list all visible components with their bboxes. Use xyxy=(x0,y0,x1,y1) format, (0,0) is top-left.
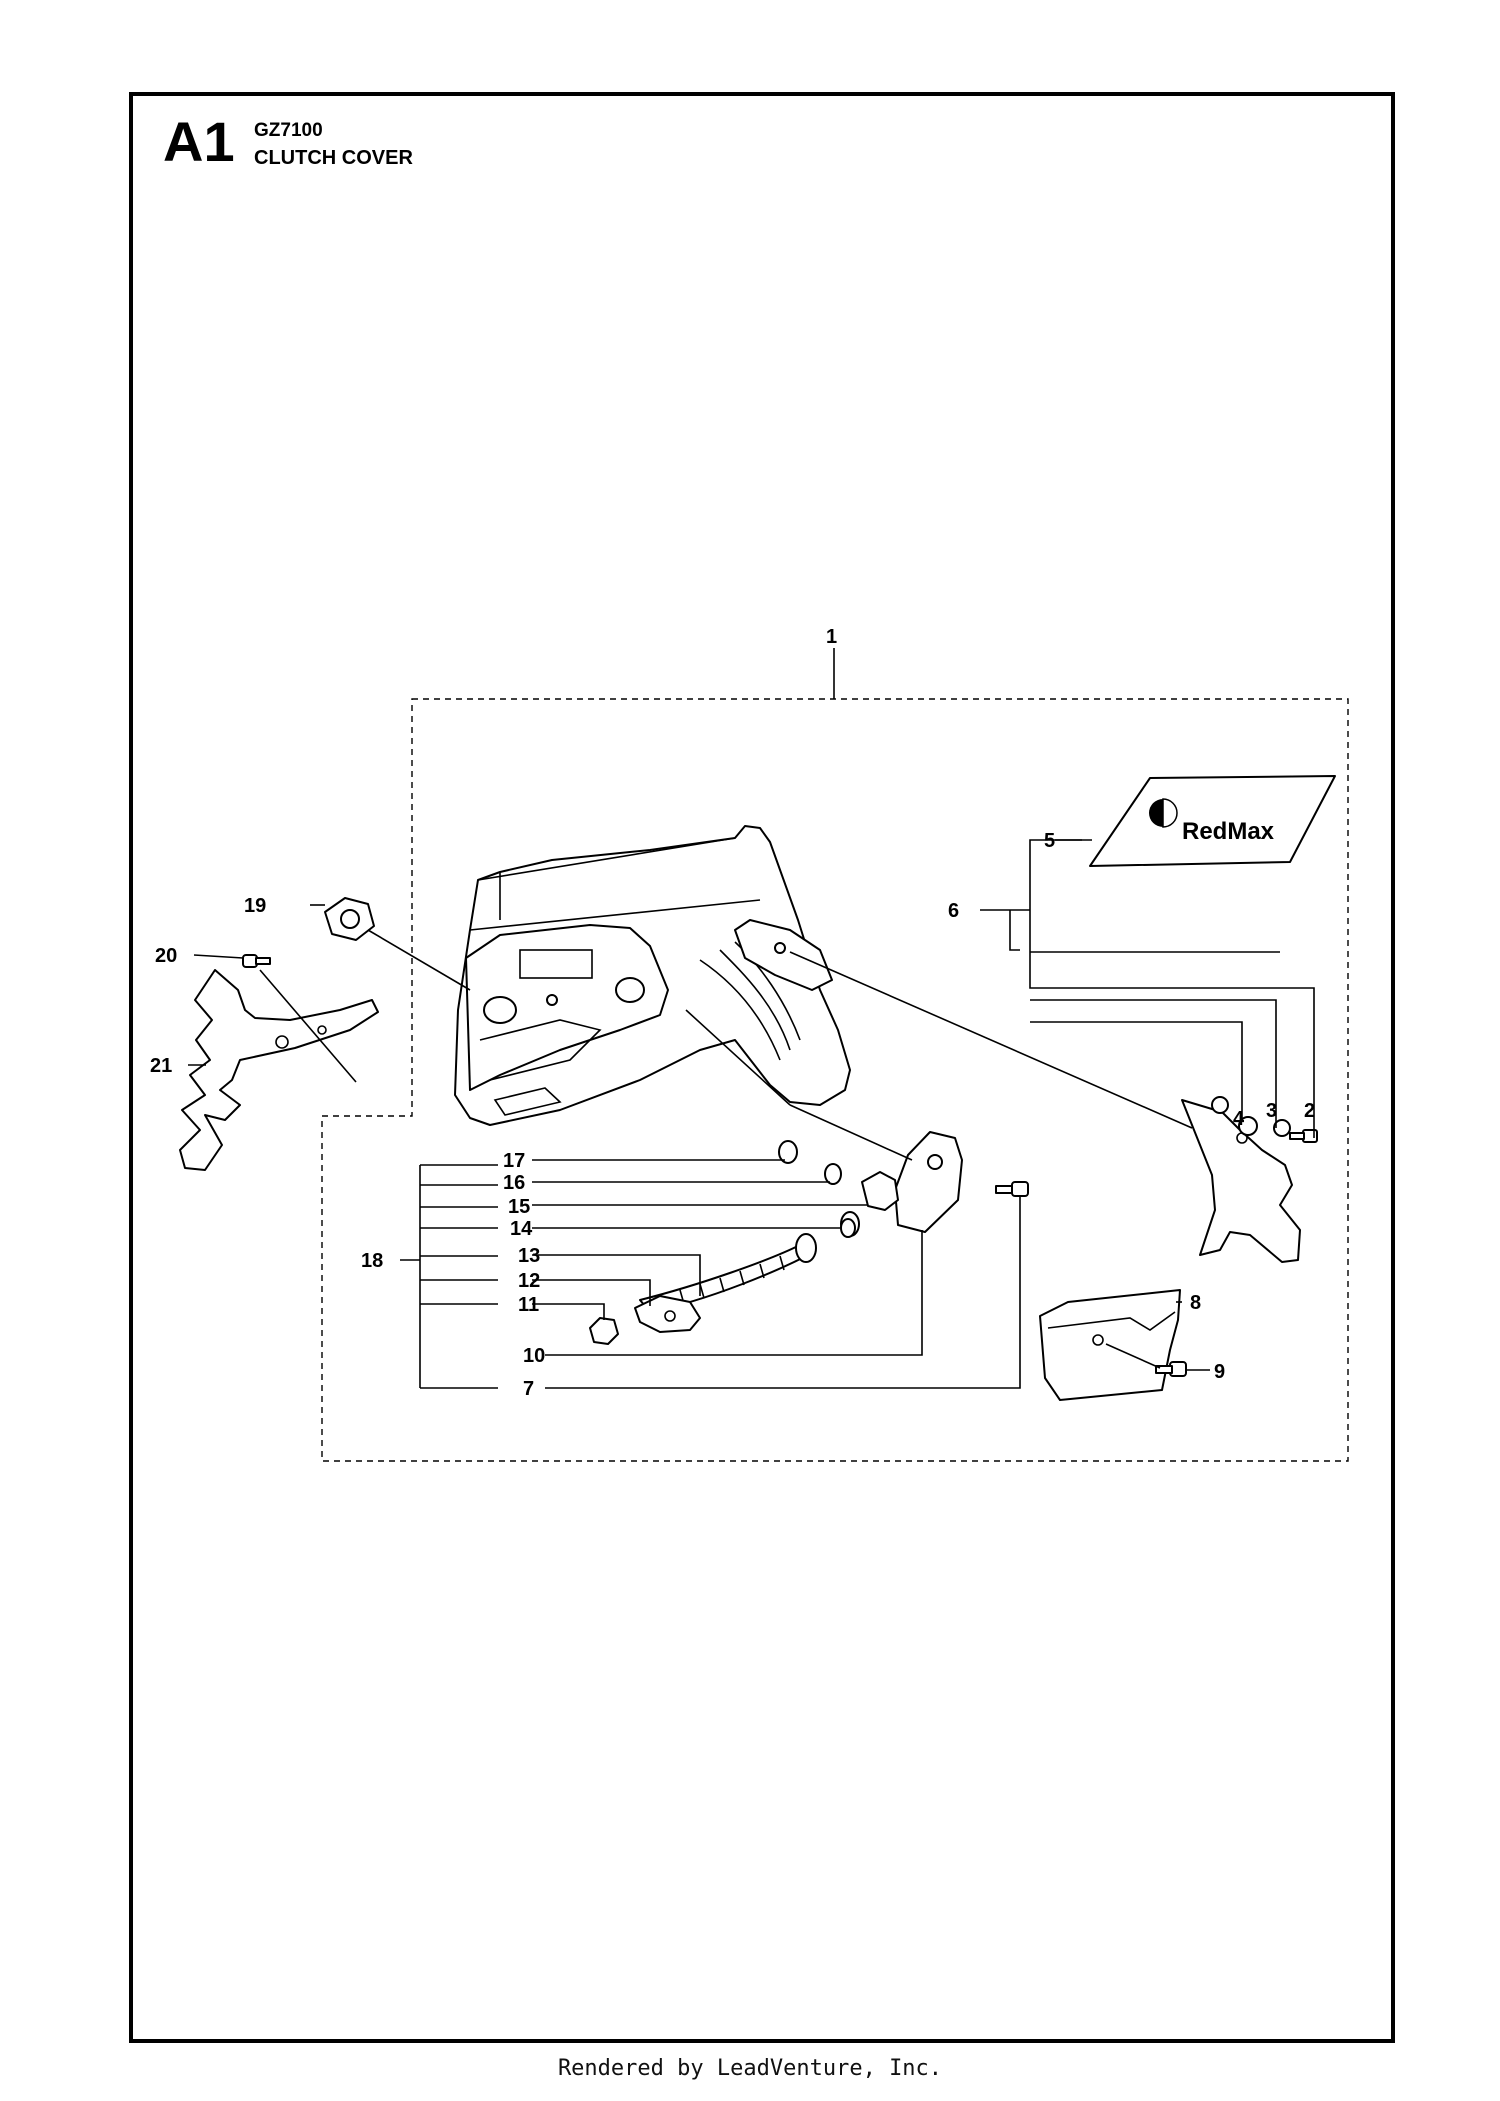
callout-5: 5 xyxy=(1044,830,1055,852)
leader-12 xyxy=(532,1279,651,1306)
washer-parts xyxy=(778,1140,856,1238)
callout-20: 20 xyxy=(155,945,177,967)
callout-14: 14 xyxy=(510,1218,533,1240)
screw-axis-line xyxy=(789,951,1193,1129)
tensioner-nut-part xyxy=(589,1317,619,1345)
section-code: A1 xyxy=(163,110,235,173)
diagram-frame xyxy=(129,92,1395,2043)
callout-10: 10 xyxy=(523,1345,545,1367)
callout-8: 8 xyxy=(1190,1292,1201,1314)
leader-18-bracket xyxy=(419,1164,498,1389)
leader-3 xyxy=(1030,999,1277,1128)
bar-plate-part xyxy=(1181,1096,1318,1263)
leader-11 xyxy=(532,1303,605,1320)
leader-13 xyxy=(532,1254,701,1296)
diagram-title: CLUTCH COVER xyxy=(254,147,413,169)
nut-axis-line xyxy=(367,929,471,991)
bumper-spike-part xyxy=(179,969,379,1171)
decal-part: RedMax xyxy=(1089,775,1336,867)
tensioner-pin-part xyxy=(634,1295,701,1333)
bolt-axis-line xyxy=(259,969,357,1083)
nut-part xyxy=(324,897,375,941)
tensioner-axis-line-2 xyxy=(789,1104,913,1161)
tensioner-screw-part xyxy=(639,1211,860,1313)
tensioner-axis-line xyxy=(685,1009,791,1106)
callout-17: 17 xyxy=(503,1150,525,1172)
callout-3: 3 xyxy=(1266,1100,1277,1122)
callout-11: 11 xyxy=(518,1294,539,1316)
leader-4 xyxy=(1030,1021,1243,1120)
model-number: GZ7100 xyxy=(254,120,323,141)
leader-10 xyxy=(545,1230,923,1356)
leader-7 xyxy=(545,1196,1021,1389)
catcher-axis-line xyxy=(1105,1343,1161,1369)
tensioner-plate-part xyxy=(894,1131,963,1233)
tensioner-screw-7-part xyxy=(995,1181,1029,1197)
callout-13: 13 xyxy=(518,1245,540,1267)
leader-2 xyxy=(1029,839,1315,1138)
callout-7: 7 xyxy=(523,1378,534,1400)
callout-1: 1 xyxy=(826,626,837,648)
callout-12: 12 xyxy=(518,1270,540,1292)
footer-credit: Rendered by LeadVenture, Inc. xyxy=(557,2056,943,2081)
callout-6: 6 xyxy=(948,900,959,922)
chain-catcher-screw-part xyxy=(1155,1361,1187,1377)
callout-9: 9 xyxy=(1214,1361,1225,1383)
callout-19: 19 xyxy=(244,895,266,917)
callout-21: 21 xyxy=(150,1055,172,1077)
adjuster-gear-part xyxy=(861,1171,899,1211)
callout-18: 18 xyxy=(361,1250,383,1272)
callout-2: 2 xyxy=(1304,1100,1315,1122)
callout-15: 15 xyxy=(508,1196,530,1218)
leader-20 xyxy=(193,954,244,959)
callout-16: 16 xyxy=(503,1172,525,1194)
callout-4: 4 xyxy=(1233,1108,1245,1130)
bolt-part xyxy=(242,954,271,968)
leader-6 xyxy=(980,909,1030,951)
assembly-boundary xyxy=(321,698,1349,1462)
clutch-cover-part xyxy=(454,825,851,1126)
decal-brand-label: RedMax xyxy=(1182,818,1275,845)
